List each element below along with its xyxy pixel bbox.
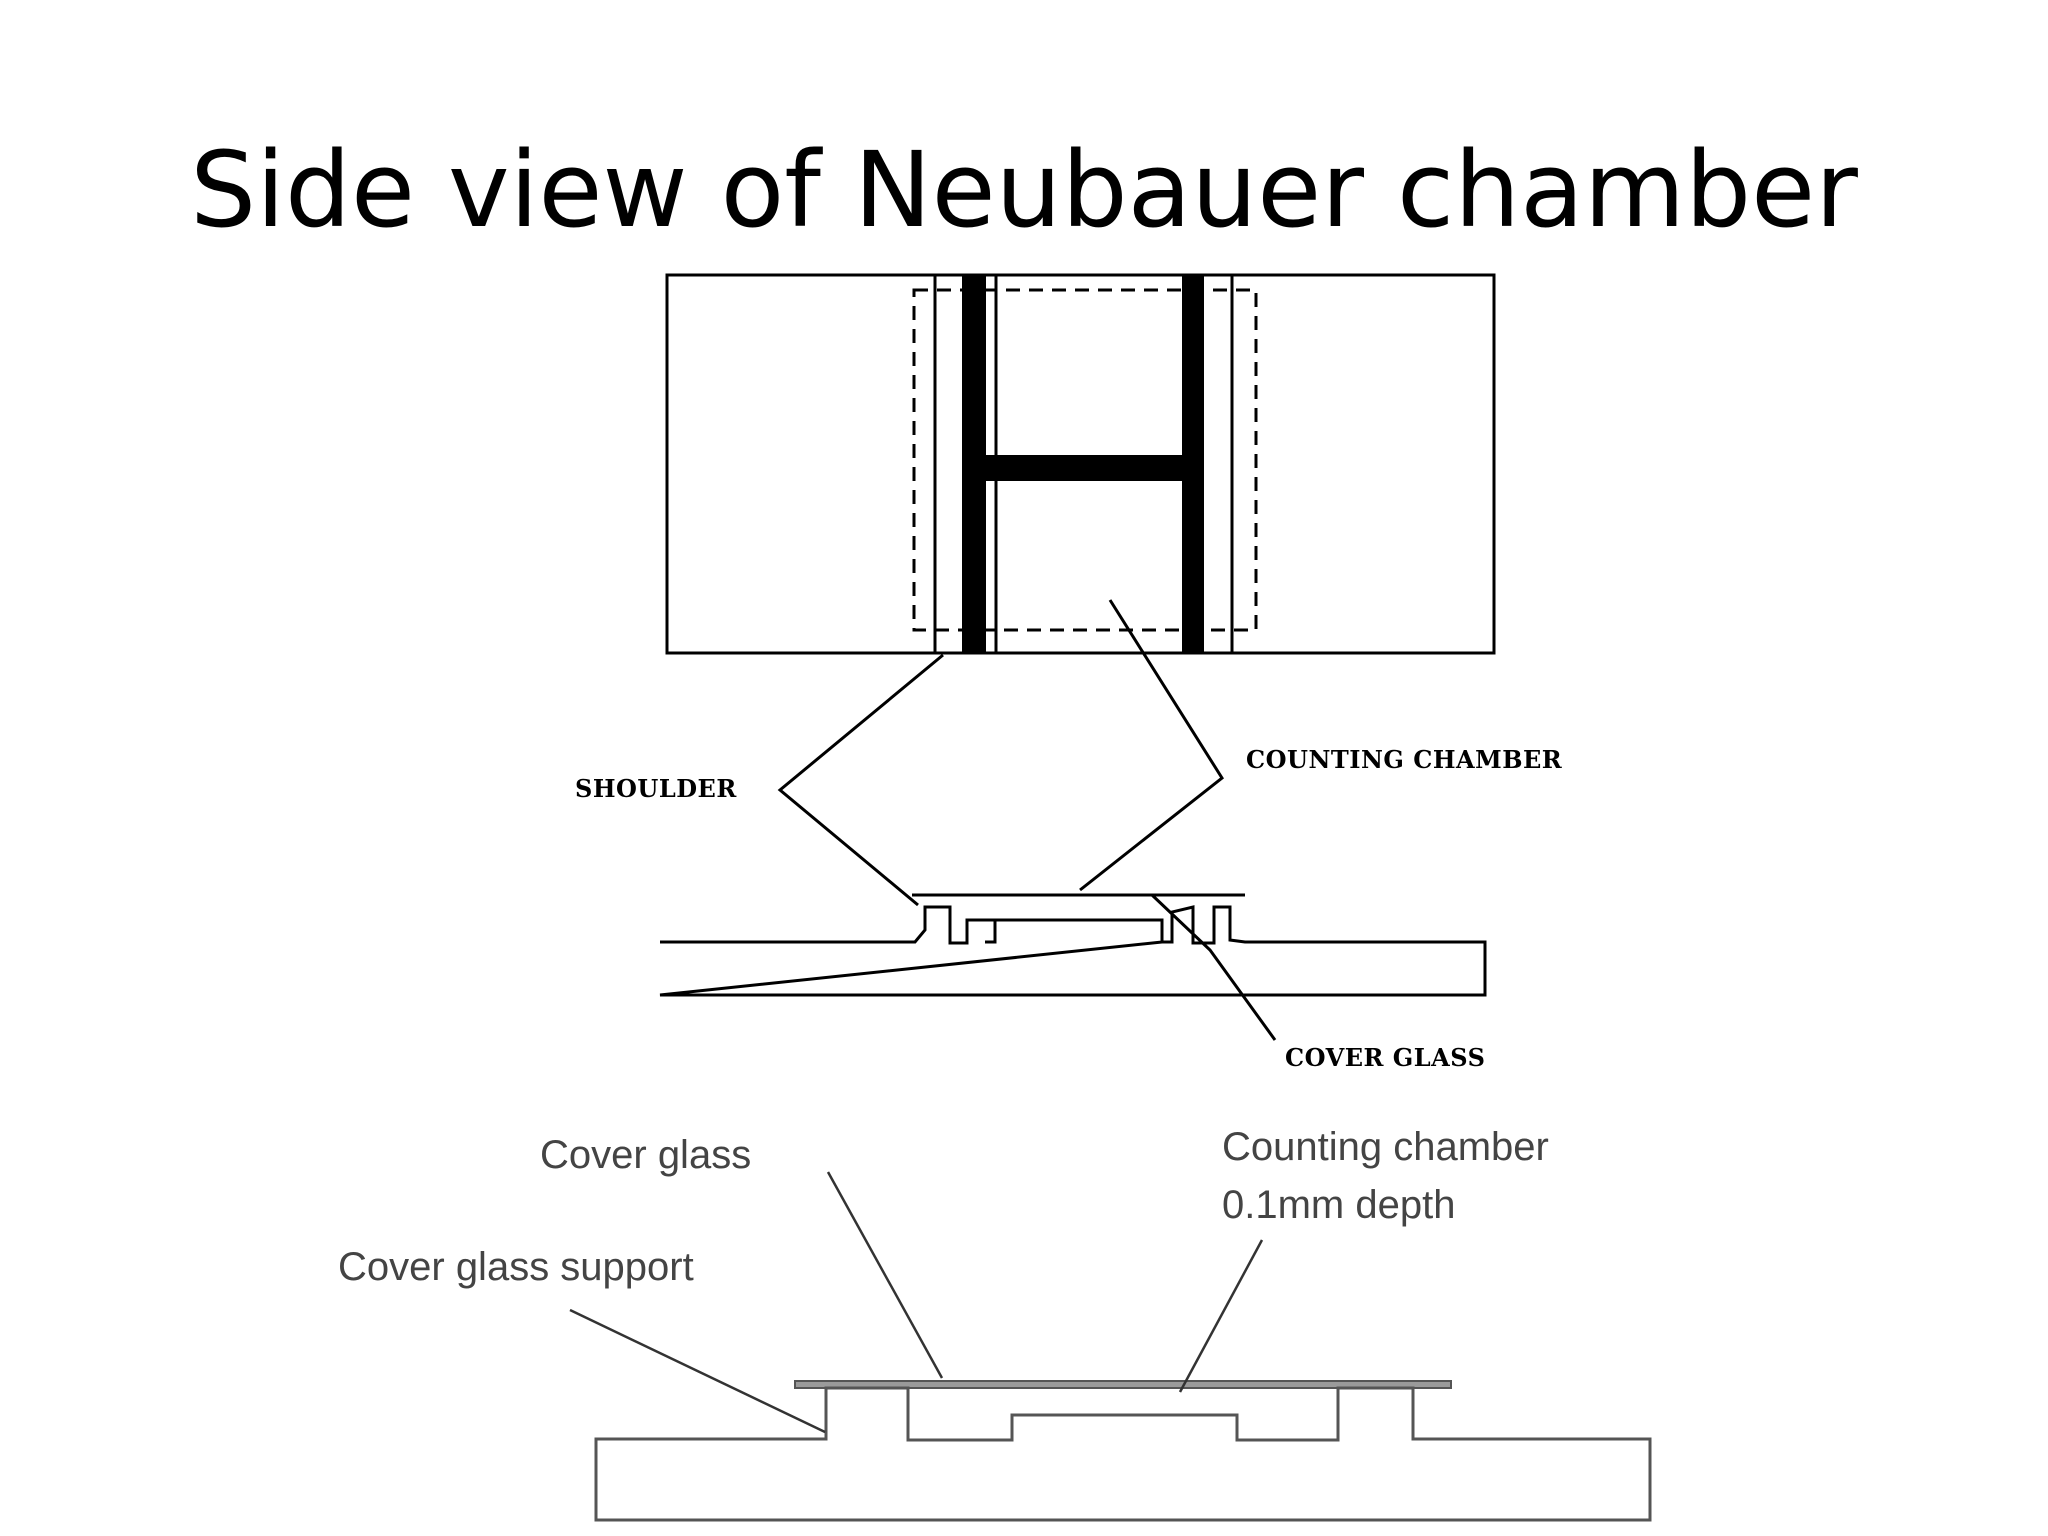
bottom-side-profile — [594, 1380, 1652, 1522]
moat-crossbar — [986, 455, 1182, 481]
shoulder-label: SHOULDER — [575, 774, 737, 803]
slide-outline — [665, 273, 1496, 655]
bottom-slide-profile-path — [594, 1386, 1652, 1522]
counting-chamber-leader-line — [1079, 599, 1224, 892]
bottom-cover-glass-label: Cover glass — [540, 1133, 751, 1177]
moat-left-bar — [962, 275, 986, 653]
cover-glass-dashed-outline — [912, 288, 1258, 632]
bottom-counting-chamber-leader — [1178, 1239, 1264, 1393]
moat-right-bar — [1182, 275, 1204, 653]
cover-glass-leader-line — [1150, 893, 1277, 1041]
bottom-leader-lines — [569, 1171, 1264, 1434]
counting-chamber-label: COUNTING CHAMBER — [1246, 745, 1563, 774]
top-side-profile — [659, 893, 1487, 997]
moat-h-shape — [962, 275, 1204, 653]
bottom-cover-glass-support-label: Cover glass support — [338, 1245, 694, 1289]
bottom-depth-label: 0.1mm depth — [1222, 1183, 1455, 1227]
top-slide-profile-path — [659, 905, 1487, 997]
slide-title: Side view of Neubauer chamber — [190, 129, 1858, 251]
cover-glass-label: COVER GLASS — [1285, 1043, 1485, 1072]
bottom-cover-glass-bar — [794, 1380, 1452, 1389]
bottom-counting-chamber-label: Counting chamber — [1222, 1125, 1549, 1169]
shoulder-leader-line — [777, 653, 944, 907]
top-leader-lines — [777, 599, 1277, 1041]
bottom-cover-glass-leader — [826, 1171, 944, 1379]
bottom-support-leader — [569, 1308, 826, 1434]
top-view-drawing — [665, 273, 1496, 655]
